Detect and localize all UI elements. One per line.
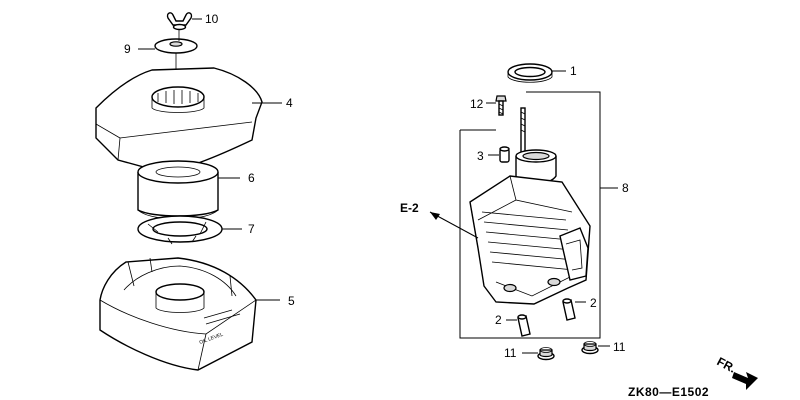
part-11-flange-nut-b: [581, 341, 599, 355]
callout-10: 10: [205, 12, 219, 26]
callout-11b: 11: [613, 340, 626, 354]
part-8-elbow: [469, 107, 591, 305]
callout-12: 12: [470, 97, 484, 111]
callout-9: 9: [124, 42, 131, 56]
part-9-washer: [154, 38, 198, 54]
part-10-wing-nut: [166, 12, 193, 31]
part-2-collar-pin-a: [517, 314, 531, 337]
callout-4: 4: [286, 96, 293, 110]
callout-5: 5: [288, 294, 295, 308]
callout-8: 8: [622, 181, 629, 195]
part-12-bolt: [495, 95, 507, 116]
group-bracket-8: [459, 91, 601, 339]
part-4-air-cleaner-cover: [95, 67, 263, 173]
front-direction-arrow: [732, 372, 758, 390]
part-7-seal: [137, 215, 223, 245]
callout-7: 7: [248, 222, 255, 236]
callout-11a: 11: [504, 346, 517, 360]
part-3-collar: [499, 146, 510, 163]
callout-2a: 2: [495, 313, 502, 327]
diagram-code: ZK80—E1502: [628, 385, 709, 399]
reference-e2: E-2: [400, 201, 419, 215]
part-2-collar-pin-b: [562, 298, 576, 321]
part-1-gasket: [507, 63, 553, 83]
callout-1: 1: [570, 64, 577, 78]
callout-2b: 2: [590, 296, 597, 310]
callout-6: 6: [248, 171, 255, 185]
part-6-filter-element: [137, 160, 219, 220]
part-5-air-cleaner-case: OIL LEVEL: [99, 257, 257, 371]
callout-3: 3: [477, 149, 484, 163]
part-11-flange-nut-a: [537, 347, 555, 361]
reference-arrow-head: [430, 212, 440, 220]
